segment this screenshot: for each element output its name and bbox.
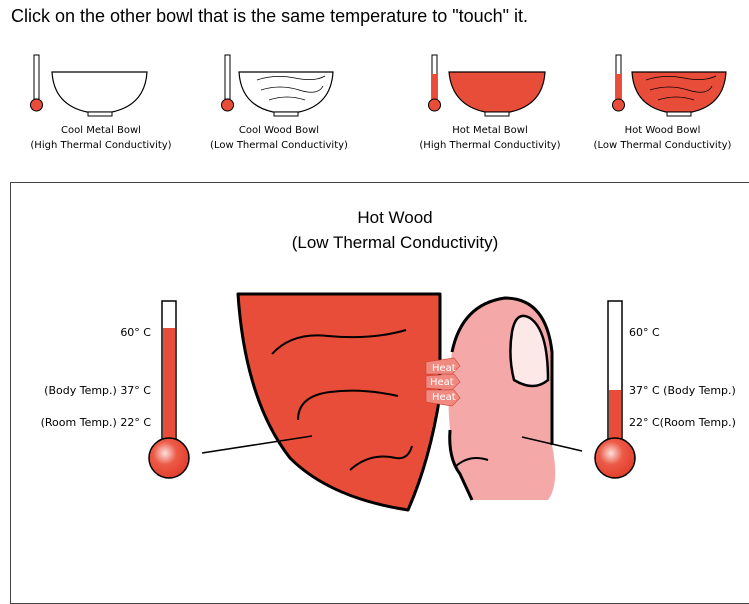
right-temp-37-label: 37° C (Body Temp.) [629, 384, 736, 397]
bowl-conductivity-hot-wood: (Low Thermal Conductivity) [593, 140, 732, 151]
panel-title: Hot Wood (Low Thermal Conductivity) [245, 205, 545, 255]
heat-flow-arrows: Heat Heat Heat [425, 357, 461, 407]
hot-metal-bowl-icon [428, 54, 546, 117]
right-thermometer-icon [594, 300, 636, 479]
bowl-conductivity-cool-wood: (Low Thermal Conductivity) [210, 140, 348, 151]
cool-wood-bowl-icon [221, 54, 334, 117]
bowl-option-cool-wood[interactable]: Cool Wood Bowl (Low Thermal Conductivity… [195, 50, 370, 160]
left-pointer-line [201, 435, 313, 454]
panel-title-main: Hot Wood [357, 208, 433, 227]
hot-wood-bowl-icon [612, 54, 727, 117]
finger-icon [448, 296, 556, 501]
left-temp-60-label: 60° C [120, 326, 151, 339]
bowl-option-cool-metal[interactable]: Cool Metal Bowl (High Thermal Conductivi… [0, 50, 200, 160]
heat-label-2: Heat [430, 377, 454, 388]
right-pointer-line [521, 436, 583, 452]
heat-label-1: Heat [432, 363, 456, 374]
panel-title-sub: (Low Thermal Conductivity) [291, 233, 499, 252]
cool-metal-bowl-icon [30, 54, 148, 117]
bowl-option-hot-metal[interactable]: Hot Metal Bowl (High Thermal Conductivit… [405, 50, 580, 160]
right-temp-22-label: 22° C(Room Temp.) [629, 416, 736, 429]
instruction-text: Click on the other bowl that is the same… [11, 6, 529, 26]
left-temp-37-label: (Body Temp.) 37° C [44, 384, 151, 397]
bowl-label-hot-wood: Hot Wood Bowl [624, 125, 701, 136]
left-thermometer-icon [148, 300, 190, 479]
bowl-label-cool-wood: Cool Wood Bowl [238, 125, 320, 136]
left-temp-22-label: (Room Temp.) 22° C [40, 416, 151, 429]
bowl-conductivity-hot-metal: (High Thermal Conductivity) [419, 140, 561, 151]
bowl-conductivity-cool-metal: (High Thermal Conductivity) [30, 140, 172, 151]
simulation-scene: Heat Heat Heat [148, 292, 636, 512]
hot-wood-bowl-icon [236, 292, 442, 512]
right-temp-60-label: 60° C [629, 326, 660, 339]
bowl-label-cool-metal: Cool Metal Bowl [61, 125, 141, 136]
bowl-label-hot-metal: Hot Metal Bowl [452, 125, 528, 136]
bowl-option-hot-wood[interactable]: Hot Wood Bowl (Low Thermal Conductivity) [580, 50, 749, 160]
heat-label-3: Heat [432, 392, 456, 403]
